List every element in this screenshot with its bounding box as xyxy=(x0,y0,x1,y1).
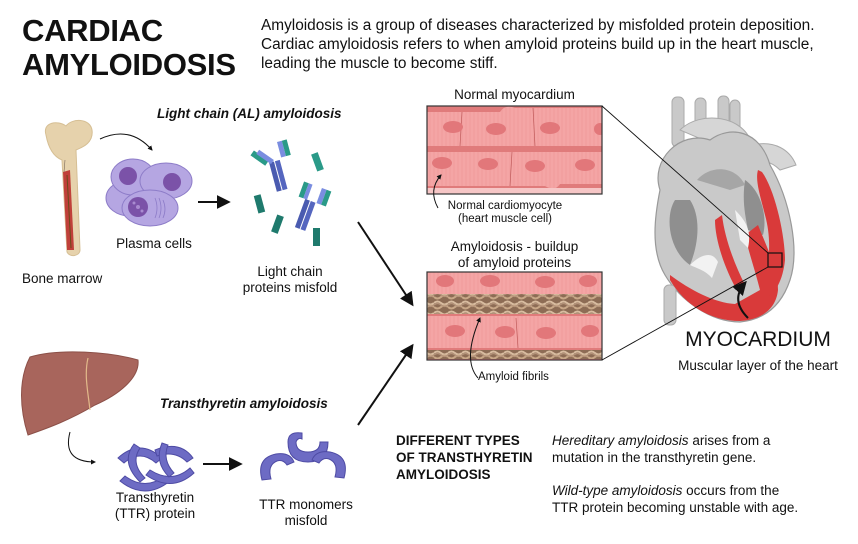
hereditary-description: Hereditary amyloidosis arises from a mut… xyxy=(552,432,852,466)
callout-arrow-fibrils xyxy=(469,317,481,379)
light-chain-label-line2: proteins misfold xyxy=(242,280,338,295)
al-amyloidosis-heading: Light chain (AL) amyloidosis xyxy=(157,106,342,121)
ttr-monomers-label: TTR monomers misfold xyxy=(246,497,366,529)
normal-myocardium-image xyxy=(427,106,602,194)
arrow-liver-to-ttr xyxy=(68,431,96,465)
ttr-types-heading: DIFFERENT TYPES OF TRANSTHYRETIN AMYLOID… xyxy=(396,432,533,483)
page-title-line2: AMYLOIDOSIS xyxy=(22,47,236,82)
amyloid-fibrils-callout: Amyloid fibrils xyxy=(478,371,549,383)
callout-arrow-cardiomyocyte xyxy=(433,174,442,209)
plasma-cells-icon xyxy=(105,158,193,227)
normal-cardiomyocyte-callout: Normal cardiomyocyte (heart muscle cell) xyxy=(440,200,570,226)
ttr-monomers-icon xyxy=(260,432,346,481)
page-title-line1: CARDIAC xyxy=(22,13,163,48)
hereditary-line2: mutation in the transthyretin gene. xyxy=(552,450,757,465)
amyloid-title-line1: Amyloidosis - buildup xyxy=(450,239,579,254)
arrow-ttr-to-tissue xyxy=(357,343,414,426)
amyloid-myocardium-image xyxy=(427,272,602,360)
zoom-line-upper xyxy=(601,105,769,254)
arrow-al-to-tissue xyxy=(357,221,414,307)
myocardium-sublabel: Muscular layer of the heart xyxy=(678,358,838,373)
normal-tissue-frame xyxy=(426,105,603,195)
ttr-protein-icon xyxy=(117,442,195,492)
light-chain-label: Light chain proteins misfold xyxy=(230,264,350,296)
normal-myocardium-title: Normal myocardium xyxy=(454,87,575,102)
hereditary-term: Hereditary amyloidosis xyxy=(552,433,689,448)
ttr-monomers-label-line2: misfold xyxy=(284,513,328,528)
light-chain-proteins-icon xyxy=(250,139,332,246)
arrow-bone-to-plasma xyxy=(99,133,153,151)
normal-callout-line1: Normal cardiomyocyte xyxy=(447,200,563,212)
ttr-protein-label: Transthyretin (TTR) protein xyxy=(100,490,210,522)
amyloid-title-line2: of amyloid proteins xyxy=(457,255,572,270)
ttr-protein-label-line1: Transthyretin xyxy=(115,490,195,505)
wildtype-line2: TTR protein becoming unstable with age. xyxy=(552,500,799,515)
bone-marrow-icon xyxy=(44,120,93,257)
plasma-cells-label: Plasma cells xyxy=(116,236,192,251)
heart-zoom-box xyxy=(767,252,783,268)
wildtype-description: Wild-type amyloidosis occurs from the TT… xyxy=(552,482,852,516)
ttr-types-heading-line2: OF TRANSTHYRETIN xyxy=(396,450,533,465)
wildtype-term: Wild-type amyloidosis xyxy=(552,483,683,498)
liver-icon xyxy=(21,351,139,436)
amyloid-tissue-title: Amyloidosis - buildup of amyloid protein… xyxy=(427,239,602,271)
amyloid-tissue-frame xyxy=(426,271,603,361)
normal-callout-line2: (heart muscle cell) xyxy=(458,213,552,225)
page-title: CARDIAC AMYLOIDOSIS xyxy=(22,14,236,82)
ttr-monomers-label-line1: TTR monomers xyxy=(259,497,353,512)
light-chain-label-line1: Light chain xyxy=(257,264,323,279)
ttr-amyloidosis-heading: Transthyretin amyloidosis xyxy=(160,396,328,411)
wildtype-rest: occurs from the xyxy=(682,483,780,498)
hereditary-rest: arises from a xyxy=(688,433,771,448)
ttr-types-heading-line3: AMYLOIDOSIS xyxy=(396,467,491,482)
heart-icon xyxy=(654,95,797,326)
bone-marrow-label: Bone marrow xyxy=(22,271,103,286)
ttr-protein-label-line2: (TTR) protein xyxy=(114,506,196,521)
myocardium-pointer-arrow xyxy=(732,280,749,319)
intro-paragraph: Amyloidosis is a group of diseases chara… xyxy=(261,17,815,72)
ttr-types-heading-line1: DIFFERENT TYPES xyxy=(396,433,520,448)
myocardium-label: MYOCARDIUM xyxy=(685,328,831,351)
